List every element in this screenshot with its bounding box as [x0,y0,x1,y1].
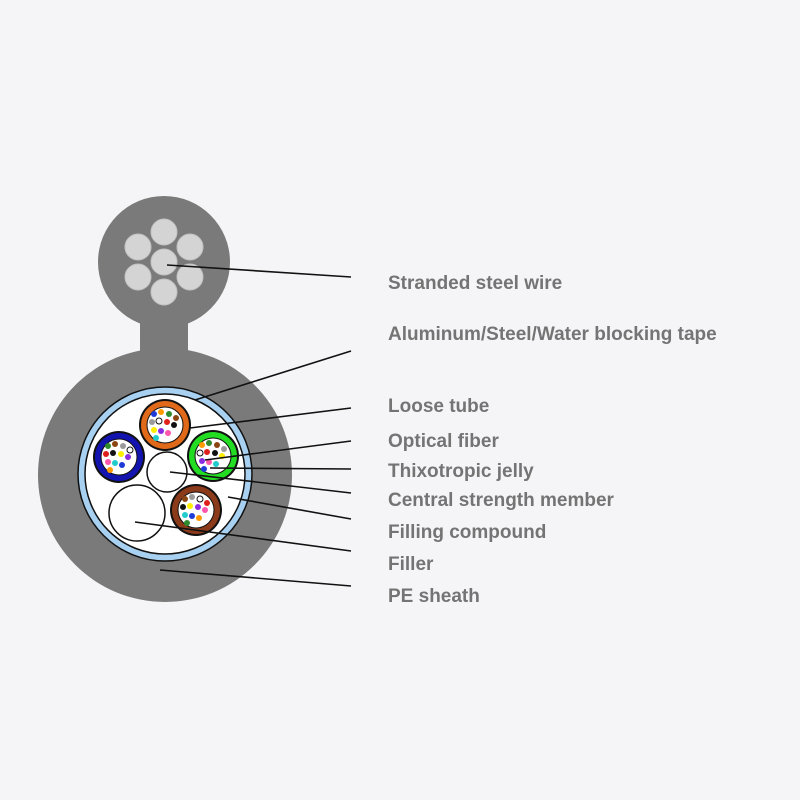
leader-line-tape [194,350,352,401]
steel-strand [150,278,178,306]
messenger-wire [98,196,230,365]
label-loose-tube: Loose tube [388,396,490,417]
steel-strand [124,233,152,261]
optical-fiber [201,466,207,472]
optical-fiber [120,443,126,449]
label-thixotropic-jelly: Thixotropic jelly [388,461,534,482]
optical-fiber [112,460,118,466]
optical-fiber [182,512,188,518]
leader-line-optical-fiber [204,440,352,461]
optical-fiber [221,446,227,452]
leader-line-loose-tube [189,407,352,429]
optical-fiber [187,503,193,509]
optical-fiber [202,507,208,513]
loose-tube [139,399,191,451]
optical-fiber [158,409,164,415]
optical-fiber [173,415,179,421]
loose-tube [170,484,222,536]
optical-fiber [151,427,157,433]
optical-fiber [214,442,220,448]
optical-fiber [204,500,210,506]
optical-fiber [151,411,157,417]
optical-fiber [199,458,205,464]
optical-fiber [189,513,195,519]
steel-strand [176,263,204,291]
optical-fiber [126,446,134,454]
leader-line-filler [134,521,352,552]
optical-fiber [204,449,210,455]
label-central-strength-member: Central strength member [388,490,614,511]
optical-fiber [164,419,170,425]
label-filler: Filler [388,554,434,575]
stranded-steel-wire-strands [124,218,204,306]
label-pe-sheath: PE sheath [388,586,480,607]
optical-fiber [166,411,172,417]
label-filling-compound: Filling compound [388,522,547,543]
optical-fiber [206,459,212,465]
optical-fiber [199,442,205,448]
steel-strand [150,218,178,246]
optical-fiber [149,419,155,425]
optical-fiber [110,450,116,456]
optical-fiber [196,515,202,521]
optical-fiber [195,504,201,510]
central-strength-member [146,451,188,493]
leader-line-stranded-steel-wire [166,264,352,278]
label-optical-fiber: Optical fiber [388,431,499,452]
optical-fiber [125,454,131,460]
optical-fiber [112,441,118,447]
optical-fiber [182,496,188,502]
leader-lines [134,264,352,587]
optical-fiber [196,495,204,503]
steel-strand [176,233,204,261]
optical-fiber [153,435,159,441]
optical-fiber [213,461,219,467]
filler-rod [108,484,166,542]
leader-line-filling-compound [227,496,352,520]
label-stranded-steel-wire: Stranded steel wire [388,273,563,294]
steel-strand [150,248,178,276]
optical-fiber [171,422,177,428]
leader-line-central-strength-member [169,471,352,494]
optical-fiber [165,430,171,436]
optical-fiber [105,459,111,465]
optical-fiber [107,467,113,473]
loose-tube [93,431,145,483]
optical-fiber [212,450,218,456]
optical-fiber [105,443,111,449]
optical-fiber [155,417,163,425]
optical-fiber [118,451,124,457]
optical-fiber [180,504,186,510]
optical-fiber [184,520,190,526]
optical-fiber [119,462,125,468]
optical-fiber [158,428,164,434]
optical-fiber [103,451,109,457]
leader-line-pe-sheath [159,569,352,587]
label-tape: Aluminum/Steel/Water blocking tape [388,324,717,345]
leader-line-thixotropic-jelly [209,467,352,470]
steel-strand [124,263,152,291]
optical-fiber [196,449,204,457]
optical-fiber [206,440,212,446]
optical-fiber [189,494,195,500]
